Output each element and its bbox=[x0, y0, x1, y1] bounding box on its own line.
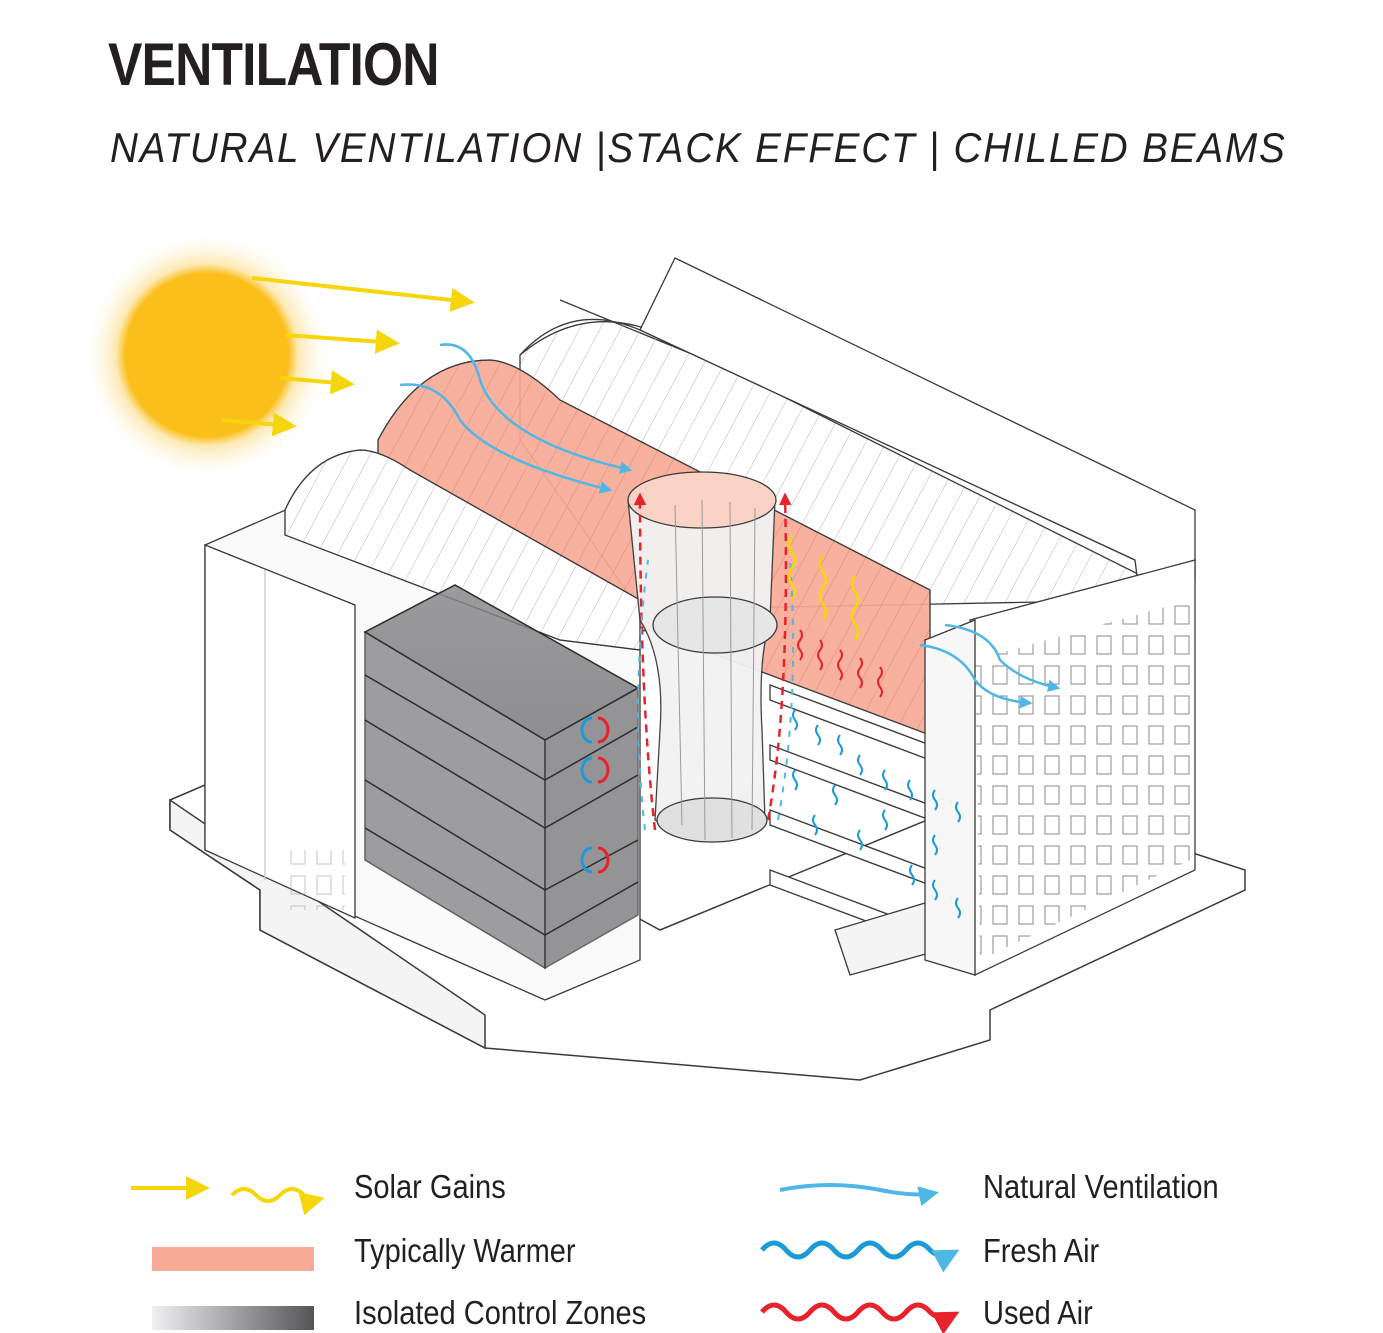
legend-solar-gains-icon bbox=[131, 1188, 320, 1201]
legend-natural-ventilation-label: Natural Ventilation bbox=[983, 1168, 1219, 1206]
legend-typically-warmer-swatch bbox=[152, 1247, 314, 1271]
legend-used-air-label: Used Air bbox=[983, 1294, 1093, 1332]
legend-fresh-air-icon bbox=[762, 1243, 955, 1257]
legend-used-air-icon bbox=[762, 1305, 955, 1319]
legend-isolated-control-zones-label: Isolated Control Zones bbox=[354, 1294, 646, 1332]
legend-solar-gains-label: Solar Gains bbox=[354, 1168, 506, 1206]
sun-core bbox=[130, 278, 278, 426]
legend-typically-warmer-label: Typically Warmer bbox=[354, 1232, 576, 1270]
legend-isolated-control-zones-swatch bbox=[152, 1306, 314, 1330]
legend-fresh-air-label: Fresh Air bbox=[983, 1232, 1099, 1270]
legend-natural-ventilation-icon bbox=[780, 1185, 935, 1194]
